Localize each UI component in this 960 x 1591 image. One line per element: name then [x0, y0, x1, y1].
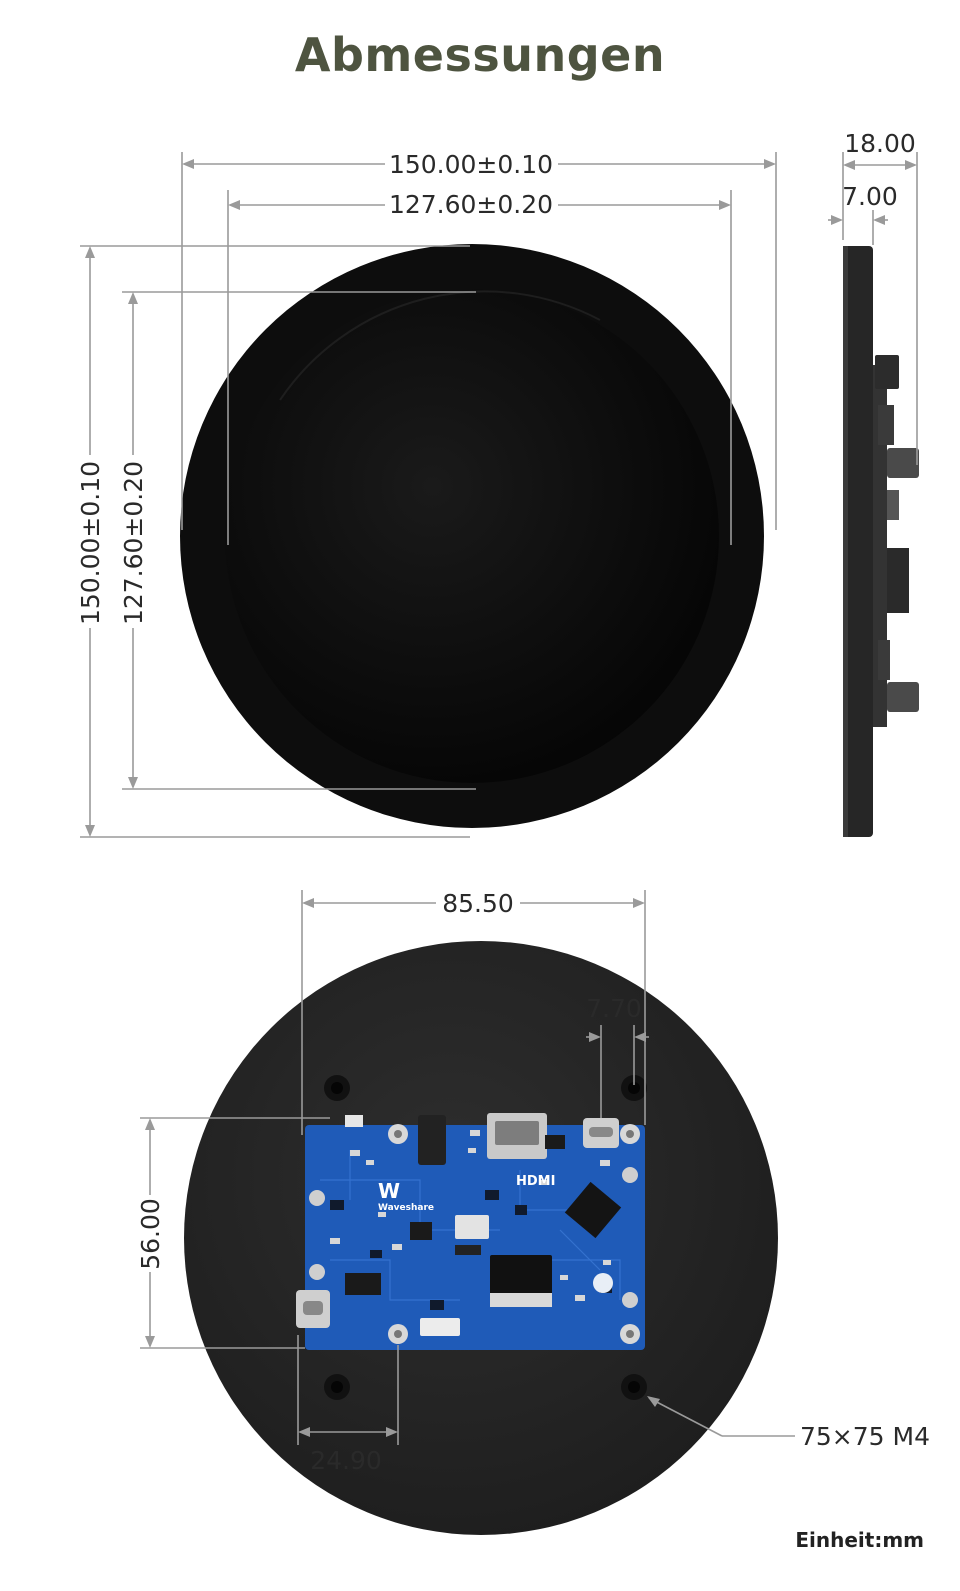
- hole-offset-label: 24.90: [310, 1446, 382, 1475]
- pcb-screw: [394, 1330, 402, 1338]
- hdmi-port-inner: [495, 1121, 539, 1145]
- chip: [564, 1181, 622, 1239]
- side-component: [887, 548, 909, 613]
- display-height-label: 127.60±0.20: [119, 461, 148, 625]
- qc-sticker: [593, 1273, 613, 1293]
- usb-c-port-inner: [303, 1301, 323, 1315]
- switch: [345, 1115, 363, 1127]
- chip: [345, 1273, 381, 1295]
- usb-c-port-inner: [589, 1127, 613, 1137]
- back-view: Waveshare W HDMI: [184, 941, 778, 1535]
- mounting-holes: [324, 1075, 647, 1400]
- side-view: [843, 246, 919, 837]
- front-dimensions: [80, 152, 777, 838]
- small-connector: [455, 1215, 489, 1239]
- port-offset-label: 7.70: [586, 994, 642, 1023]
- back-dimensions: [140, 890, 795, 1445]
- pcb-hdmi-label: HDMI: [516, 1174, 555, 1189]
- pcb-screw: [626, 1130, 634, 1138]
- front-view: [180, 244, 764, 828]
- unit-label: Einheit:mm: [795, 1528, 924, 1552]
- screen-highlight: [279, 290, 601, 401]
- front-arrowheads: [85, 159, 776, 837]
- pcb-screw: [309, 1190, 325, 1206]
- side-board: [873, 365, 887, 727]
- mounting-hole: [628, 1381, 640, 1393]
- audio-jack: [418, 1115, 446, 1165]
- mounting-hole: [628, 1082, 640, 1094]
- side-panel: [843, 246, 873, 837]
- pcb-brand-label: Waveshare: [378, 1203, 434, 1213]
- smd-components: [330, 1130, 611, 1301]
- pcb-screw: [394, 1130, 402, 1138]
- pcb-screw: [626, 1330, 634, 1338]
- outer-height-label: 150.00±0.10: [76, 461, 105, 625]
- board-width-label: 85.50: [442, 889, 514, 918]
- chip: [545, 1135, 565, 1149]
- chip: [455, 1245, 481, 1255]
- waveshare-logo-icon: W: [378, 1179, 400, 1203]
- display-area: [225, 289, 719, 783]
- page-title: Abmessungen: [294, 28, 666, 82]
- side-component: [887, 490, 899, 520]
- mounting-label: 75×75 M4: [800, 1422, 930, 1451]
- board-height-label: 56.00: [136, 1198, 165, 1270]
- side-component: [878, 640, 890, 680]
- mounting-hole: [331, 1082, 343, 1094]
- back-arrowheads: [145, 898, 660, 1437]
- chip: [410, 1222, 432, 1240]
- driver-board: Waveshare W HDMI: [296, 1113, 645, 1350]
- side-arrowheads: [831, 160, 917, 225]
- outer-width-label: 150.00±0.10: [389, 150, 553, 179]
- pcb-screw: [622, 1292, 638, 1308]
- display-width-label: 127.60±0.20: [389, 190, 553, 219]
- side-panel-edge: [843, 246, 848, 837]
- side-component: [875, 355, 899, 389]
- panel-depth-label: 7.00: [842, 182, 898, 211]
- side-connector: [887, 448, 919, 478]
- side-connector: [887, 682, 919, 712]
- small-connector: [420, 1318, 460, 1336]
- mounting-hole: [331, 1381, 343, 1393]
- total-depth-label: 18.00: [844, 129, 916, 158]
- pcb-screw: [622, 1167, 638, 1183]
- pcb-screw: [309, 1264, 325, 1280]
- fpc-connector-lip: [490, 1293, 552, 1307]
- side-component: [878, 405, 894, 445]
